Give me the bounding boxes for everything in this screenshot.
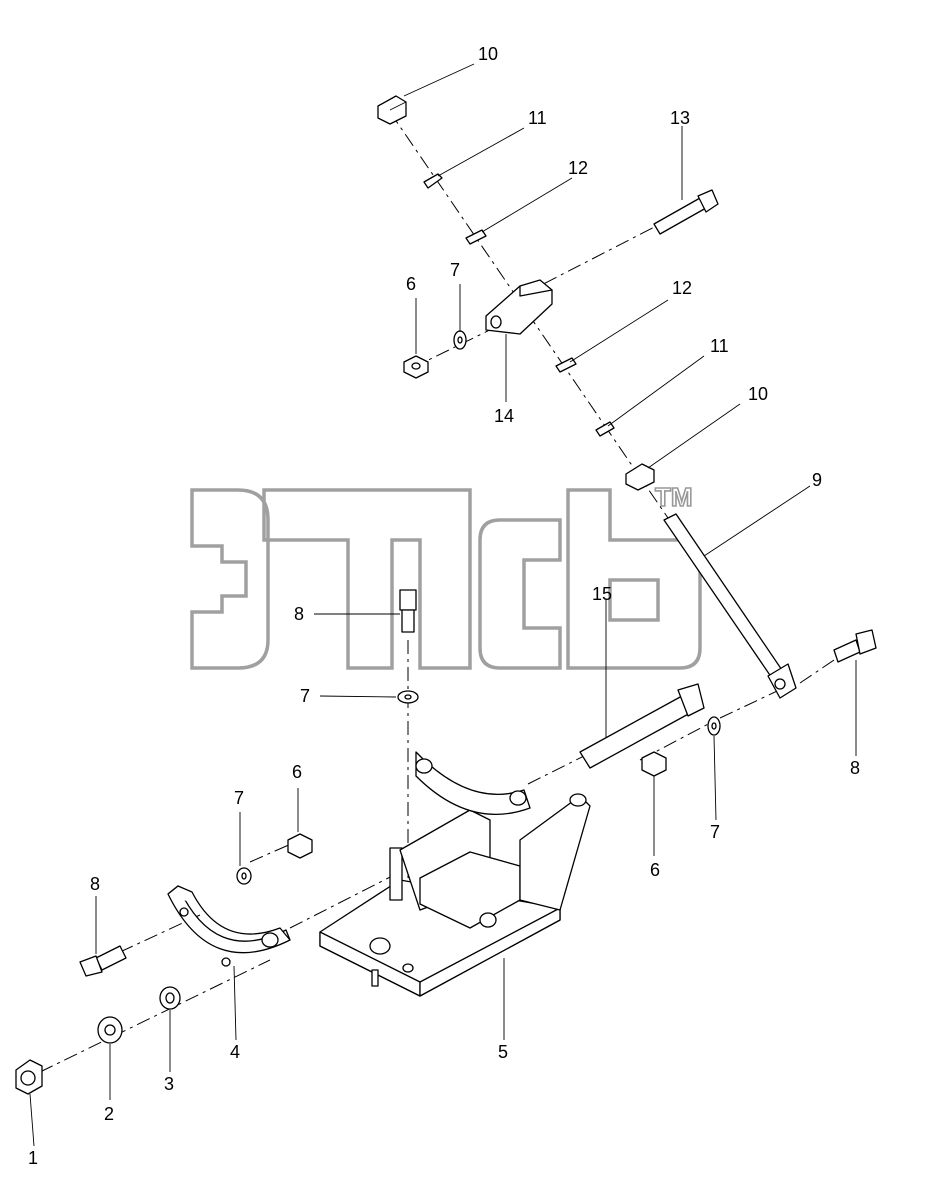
washer-left: [236, 867, 252, 885]
leader-lines: [29, 63, 857, 1147]
callout-8-middle: 8: [294, 604, 304, 624]
clevis-block: [485, 279, 553, 335]
hex-nut-lower: [625, 463, 655, 491]
callout-6-left: 6: [292, 762, 302, 782]
bolt-left: [79, 945, 127, 977]
callout-1: 1: [28, 1148, 38, 1168]
callout-11-lower: 11: [710, 336, 729, 356]
hex-nut-top: [377, 95, 407, 125]
callout-7-left: 7: [234, 788, 244, 808]
washer-middle: [397, 690, 419, 704]
callout-10-lower: 10: [748, 384, 768, 404]
callout-8-left: 8: [90, 874, 100, 894]
callout-5: 5: [498, 1042, 508, 1062]
long-bolt: [579, 683, 705, 769]
pin-top: [465, 229, 487, 245]
washer-right: [707, 716, 721, 736]
callout-3: 3: [164, 1074, 174, 1094]
split-pin-lower: [595, 421, 615, 437]
nut-right: [641, 751, 667, 777]
bracket-assembly: [319, 751, 591, 997]
callout-7-middle: 7: [300, 686, 310, 706]
bolt-right: [833, 629, 877, 663]
callout-6-right: 6: [650, 860, 660, 880]
bolt-middle: [399, 589, 417, 633]
callout-14: 14: [494, 406, 514, 426]
hex-nut-bottom: [15, 1059, 43, 1095]
watermark-logo: TM: [190, 481, 702, 670]
callout-8-right: 8: [850, 758, 860, 778]
nut-left: [287, 833, 313, 859]
split-pin-top: [423, 173, 443, 189]
callout-2: 2: [104, 1104, 114, 1124]
callout-7-upper: 7: [450, 260, 460, 280]
callout-10-top: 10: [478, 44, 498, 64]
callout-6-upper: 6: [406, 274, 416, 294]
bolt-13: [653, 189, 719, 235]
spring-washer: [159, 986, 181, 1010]
callout-13: 13: [670, 108, 690, 128]
callout-labels: 10 11 12 13 6 7 14 12 11 10 9 8 7 15 8 7…: [28, 44, 860, 1168]
callout-9: 9: [812, 470, 822, 490]
flat-washer: [97, 1016, 123, 1044]
callout-12-top: 12: [568, 158, 588, 178]
control-rod: [663, 513, 797, 699]
callout-11-top: 11: [528, 108, 547, 128]
callout-7-right: 7: [710, 822, 720, 842]
callout-15: 15: [592, 584, 612, 604]
segment-plate: [167, 885, 291, 967]
nut-upper: [403, 355, 429, 379]
callout-4: 4: [230, 1042, 240, 1062]
callout-12-lower: 12: [672, 278, 692, 298]
washer-upper: [453, 330, 467, 350]
